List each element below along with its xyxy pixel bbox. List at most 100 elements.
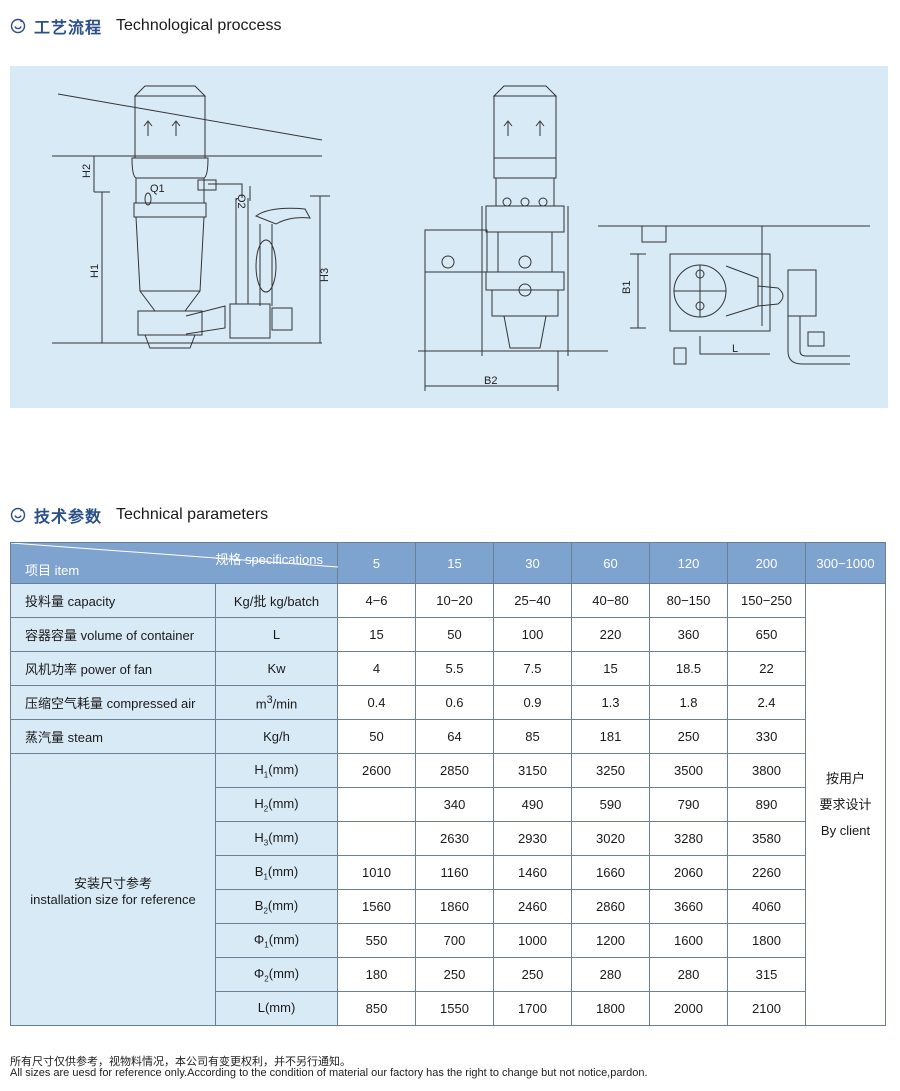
params-section-title: 技术参数 Technical parameters: [10, 503, 268, 527]
table-row: 投料量 capacity Kg/批 kg/batch 4−6 10−20 25−…: [10, 583, 886, 1026]
table-cell: 1600: [649, 923, 728, 958]
dim-symbol: Φ: [253, 931, 265, 947]
footer-note-en: All sizes are uesd for reference only.Ac…: [10, 1067, 648, 1079]
dim-label: B1(mm): [215, 855, 338, 890]
dim-sub: 1: [263, 872, 268, 882]
table-cell: 220: [571, 617, 650, 652]
table-cell: 18.5: [649, 651, 728, 686]
dim-unit: (mm): [268, 829, 299, 845]
dim-sub: 2: [263, 906, 268, 916]
table-cell: 250: [415, 957, 494, 992]
table-cell: 0.6: [415, 685, 494, 720]
dim-unit: (mm): [268, 761, 299, 777]
dim-sub: 2: [263, 804, 269, 814]
table-cell: 25−40: [493, 583, 572, 618]
table-cell: 2850: [415, 753, 494, 788]
table-cell: 100: [493, 617, 572, 652]
process-title-en: Technological proccess: [116, 17, 282, 34]
table-cell: 0.4: [337, 685, 416, 720]
dim-symbol: B: [254, 863, 264, 879]
table-cell: 1010: [337, 855, 416, 890]
label-h2: H2: [81, 164, 93, 178]
spec-col: 15: [415, 542, 494, 584]
row-unit: m3/min: [215, 685, 338, 720]
table-row: 压缩空气耗量 compressed air m3/min 0.4 0.6 0.9…: [10, 685, 886, 720]
process-diagram: H2 Q1 Q2 H1 H3: [10, 66, 888, 408]
table-cell: 1800: [727, 923, 806, 958]
table-cell: 1860: [415, 889, 494, 924]
dim-label: Φ2(mm): [215, 957, 338, 992]
table-row: 风机功率 power of fan Kw 4 5.5 7.5 15 18.5 2…: [10, 651, 886, 686]
row-unit: Kg/批 kg/batch: [215, 583, 338, 618]
table-cell: 790: [649, 787, 728, 822]
spec-col: 300−1000: [805, 542, 886, 584]
dim-sub: 1: [264, 940, 269, 950]
table-cell: 3150: [493, 753, 572, 788]
table-cell: 40−80: [571, 583, 650, 618]
item-header: 项目 item: [25, 563, 80, 578]
table-cell: 1800: [571, 991, 650, 1026]
table-cell: 1000: [493, 923, 572, 958]
process-title-cn: 工艺流程: [34, 20, 103, 37]
row-label: 投料量 capacity: [10, 583, 216, 618]
table-header-row: 规格 specifications 项目 item 5 15 30 60 120…: [10, 542, 886, 584]
table-cell: [337, 787, 416, 822]
table-cell: 1160: [415, 855, 494, 890]
table-cell: 3250: [571, 753, 650, 788]
dim-label: H3(mm): [215, 821, 338, 856]
parameters-table: 规格 specifications 项目 item 5 15 30 60 120…: [10, 542, 886, 1026]
table-cell: 180: [337, 957, 416, 992]
spec-col: 5: [337, 542, 416, 584]
equipment-drawing: H2 Q1 Q2 H1 H3: [52, 85, 870, 391]
table-cell: 4: [337, 651, 416, 686]
dim-unit: (mm): [268, 965, 300, 981]
table-cell: 2260: [727, 855, 806, 890]
dim-unit: (mm): [264, 999, 296, 1015]
params-title-en: Technical parameters: [116, 506, 269, 523]
table-cell: 550: [337, 923, 416, 958]
table-cell: 80−150: [649, 583, 728, 618]
table-cell: 340: [415, 787, 494, 822]
table-row: 容器容量 volume of container L 15 50 100 220…: [10, 617, 886, 652]
table-cell: 2060: [649, 855, 728, 890]
table-cell: 7.5: [493, 651, 572, 686]
row-unit: Kg/h: [215, 719, 338, 754]
header-corner-cell: 规格 specifications 项目 item: [10, 542, 338, 584]
table-cell: 700: [415, 923, 494, 958]
unit-main: m: [255, 696, 267, 712]
table-cell: 3660: [649, 889, 728, 924]
label-h3: H3: [319, 268, 331, 282]
client-line: By client: [820, 822, 871, 838]
table-row: 蒸汽量 steam Kg/h 50 64 85 181 250 330: [10, 719, 886, 754]
table-cell: 50: [337, 719, 416, 754]
spec-col: 200: [727, 542, 806, 584]
table-row: H2(mm) 340 490 590 790 890: [11, 787, 886, 822]
dim-label: B2(mm): [215, 889, 338, 924]
table-cell: 15: [337, 617, 416, 652]
spec-col: 30: [493, 542, 572, 584]
table-cell: 250: [649, 719, 728, 754]
spec-col: 60: [571, 542, 650, 584]
table-cell: 3580: [727, 821, 806, 856]
front-view: [418, 85, 608, 391]
table-cell: 50: [415, 617, 494, 652]
table-row: Φ2(mm) 180 250 250 280 280 315: [11, 957, 886, 992]
table-row: B2(mm) 1560 1860 2460 2860 3660 4060: [11, 889, 886, 924]
row-label: 蒸汽量 steam: [10, 719, 216, 754]
table-cell: 1550: [415, 991, 494, 1026]
row-unit: Kw: [215, 651, 338, 686]
table-cell: 590: [571, 787, 650, 822]
dim-unit: (mm): [267, 863, 299, 879]
dim-symbol: Φ: [253, 965, 265, 981]
dim-symbol: L: [257, 999, 265, 1015]
table-cell: 2630: [415, 821, 494, 856]
section-bullet-icon: [10, 507, 26, 523]
table-cell: 15: [571, 651, 650, 686]
unit-sup: 3: [266, 693, 273, 706]
row-label: 风机功率 power of fan: [10, 651, 216, 686]
table-cell: 64: [415, 719, 494, 754]
section-bullet-icon: [10, 18, 26, 34]
table-cell: 10−20: [415, 583, 494, 618]
table-cell: 280: [571, 957, 650, 992]
dim-symbol: B: [254, 897, 264, 913]
